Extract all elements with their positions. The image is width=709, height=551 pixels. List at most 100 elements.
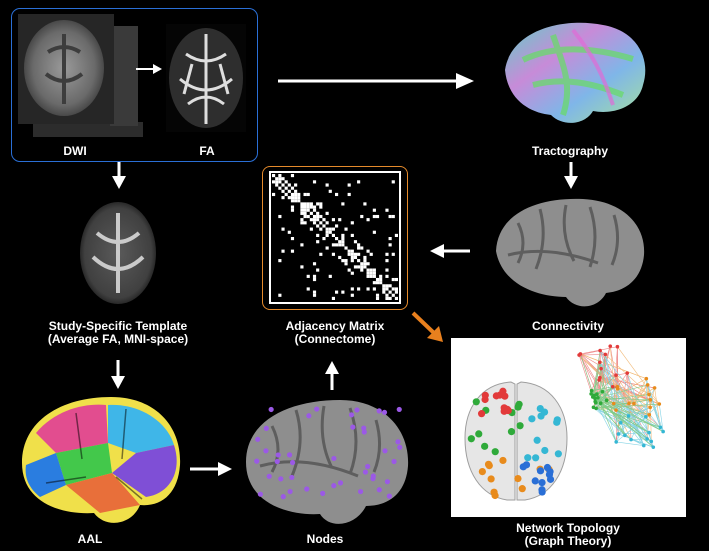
topology-node (481, 442, 489, 450)
brain-node (268, 406, 274, 413)
brain-node (306, 413, 312, 419)
graph-node (645, 383, 650, 387)
brain-node (304, 486, 310, 492)
matrix-cell (341, 202, 345, 206)
graph-node (616, 432, 621, 436)
graph-node (649, 439, 654, 444)
matrix-cell (360, 214, 364, 219)
graph-edge (617, 346, 660, 405)
matrix-cell (278, 214, 282, 219)
matrix-cell (325, 221, 329, 225)
matrix-cell (325, 246, 329, 250)
matrix-cell (344, 262, 348, 266)
topology-node (540, 408, 549, 416)
matrix-cell (331, 252, 335, 256)
graph-node (644, 376, 649, 381)
matrix-cell (312, 208, 317, 212)
graph-edge (599, 362, 629, 417)
matrix-cell (312, 274, 317, 278)
matrix-cell (290, 199, 295, 203)
matrix-cell (300, 202, 304, 206)
matrix-cell (382, 287, 386, 291)
matrix-cell (303, 221, 307, 225)
matrix-cell (325, 183, 329, 187)
matrix-cell (303, 211, 307, 215)
matrix-cell (335, 192, 339, 197)
brain-node (381, 409, 388, 415)
graph-node (598, 348, 602, 353)
graph-edge (628, 403, 645, 446)
matrix-cell (391, 293, 395, 297)
matrix-cell (350, 293, 354, 297)
brain-node (361, 425, 367, 431)
matrix-cell (331, 218, 335, 222)
matrix-cell (303, 208, 307, 212)
matrix-cell (363, 255, 367, 260)
matrix-cell (316, 202, 320, 206)
matrix-cell (394, 290, 398, 294)
matrix-cell (347, 252, 351, 256)
matrix-cell (316, 218, 320, 222)
brain-node (287, 488, 293, 495)
tractography-to-connectivity-arrow (564, 162, 578, 189)
dwi-to-fa-arrow (136, 64, 162, 74)
matrix-cell (312, 221, 317, 225)
graph-node (610, 384, 615, 389)
matrix-cell (344, 259, 348, 263)
matrix-cell (303, 205, 307, 209)
matrix-cell (309, 205, 313, 209)
matrix-cell (372, 274, 376, 278)
graph-node (591, 405, 596, 410)
graph-edge (659, 404, 664, 432)
matrix-cell (312, 277, 317, 282)
matrix-cell (278, 177, 282, 181)
graph-edge (578, 354, 635, 404)
matrix-cell (369, 268, 373, 272)
matrix-cell (319, 252, 323, 256)
matrix-cell (331, 233, 335, 237)
matrix-cell (391, 214, 395, 219)
matrix-cell (328, 227, 332, 231)
connectivity-label: Connectivity (531, 319, 604, 333)
brain-node (278, 476, 284, 482)
graph-edge (617, 386, 651, 408)
graph-node (647, 392, 651, 397)
matrix-cell (366, 274, 370, 278)
matrix-cell (297, 192, 301, 197)
topology-node (518, 485, 526, 493)
adjacency-matrix-box (262, 166, 408, 310)
graph-edge (580, 353, 647, 379)
matrix-cell (372, 281, 376, 285)
brain-node (370, 473, 376, 479)
matrix-cell (278, 180, 282, 184)
matrix-cell (312, 262, 317, 266)
graph-node (645, 437, 649, 441)
matrix-cell (366, 287, 370, 291)
brain-node (255, 436, 261, 442)
graph-node (598, 375, 602, 380)
brain-node (395, 439, 401, 445)
topology-node (499, 456, 507, 465)
matrix-cell (391, 277, 395, 282)
graph-node (641, 443, 646, 448)
matrix-cell (300, 218, 304, 222)
matrix-cell (372, 287, 376, 291)
graph-node (599, 366, 603, 371)
topology-node (554, 450, 562, 458)
graph-node (627, 401, 631, 406)
matrix-cell (341, 237, 345, 241)
brain-node (397, 444, 403, 450)
matrix-cell (290, 205, 295, 209)
matrix-cell (303, 192, 307, 197)
brain-node (331, 455, 337, 462)
matrix-cell (366, 268, 370, 272)
graph-edge (616, 386, 661, 428)
graph-edge (597, 384, 648, 399)
topology-node (536, 467, 545, 475)
matrix-cell (366, 262, 370, 266)
graph-edge (579, 350, 601, 356)
dwi-fa-box (11, 8, 258, 162)
topology-node (545, 470, 554, 479)
matrix-cell (316, 224, 320, 228)
matrix-cell (328, 230, 332, 234)
